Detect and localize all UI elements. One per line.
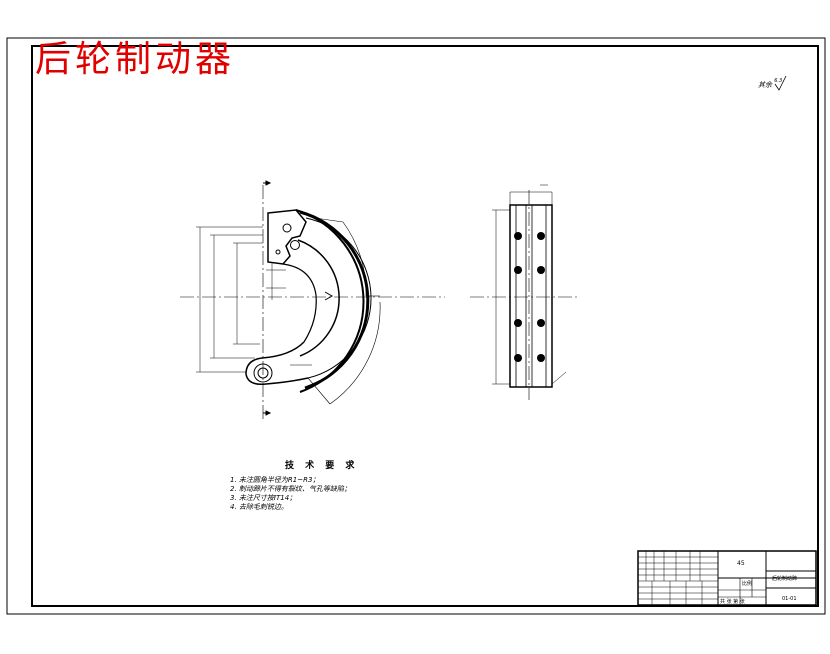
- roughness-note: 其余 6.3: [758, 78, 783, 90]
- tech-requirement-item: 1. 未注圆角半径为R1~R3；: [230, 476, 320, 484]
- roughness-note-label: 其余: [758, 81, 772, 89]
- roughness-symbol: [774, 75, 787, 91]
- tech-requirements-heading: 技 术 要 求: [285, 461, 359, 471]
- outer-frame: [6, 37, 826, 615]
- roughness-value: 6.3: [774, 78, 783, 84]
- drawing-title: 后轮制动器: [35, 39, 236, 80]
- title-block-scale-label: 比例: [742, 581, 753, 587]
- title-block-part-name: 后轮制动蹄: [772, 576, 798, 582]
- title-block: [637, 550, 817, 606]
- shoe-side-view: [470, 184, 580, 400]
- tech-requirement-item: 3. 未注尺寸按IT14；: [230, 494, 297, 502]
- inner-frame: [31, 45, 819, 607]
- title-block-drawing-no: 01-01: [782, 596, 797, 602]
- title-block-sheet-label: 共 张 第 张: [720, 599, 745, 605]
- tech-requirement-item: 4. 去除毛刺锐边。: [230, 503, 288, 511]
- title-block-material: 45: [737, 560, 745, 567]
- shoe-front-view: [180, 180, 445, 420]
- tech-requirement-item: 2. 制动蹄片不得有裂纹、气孔等缺陷；: [230, 485, 351, 493]
- rivet-holes: [514, 232, 545, 362]
